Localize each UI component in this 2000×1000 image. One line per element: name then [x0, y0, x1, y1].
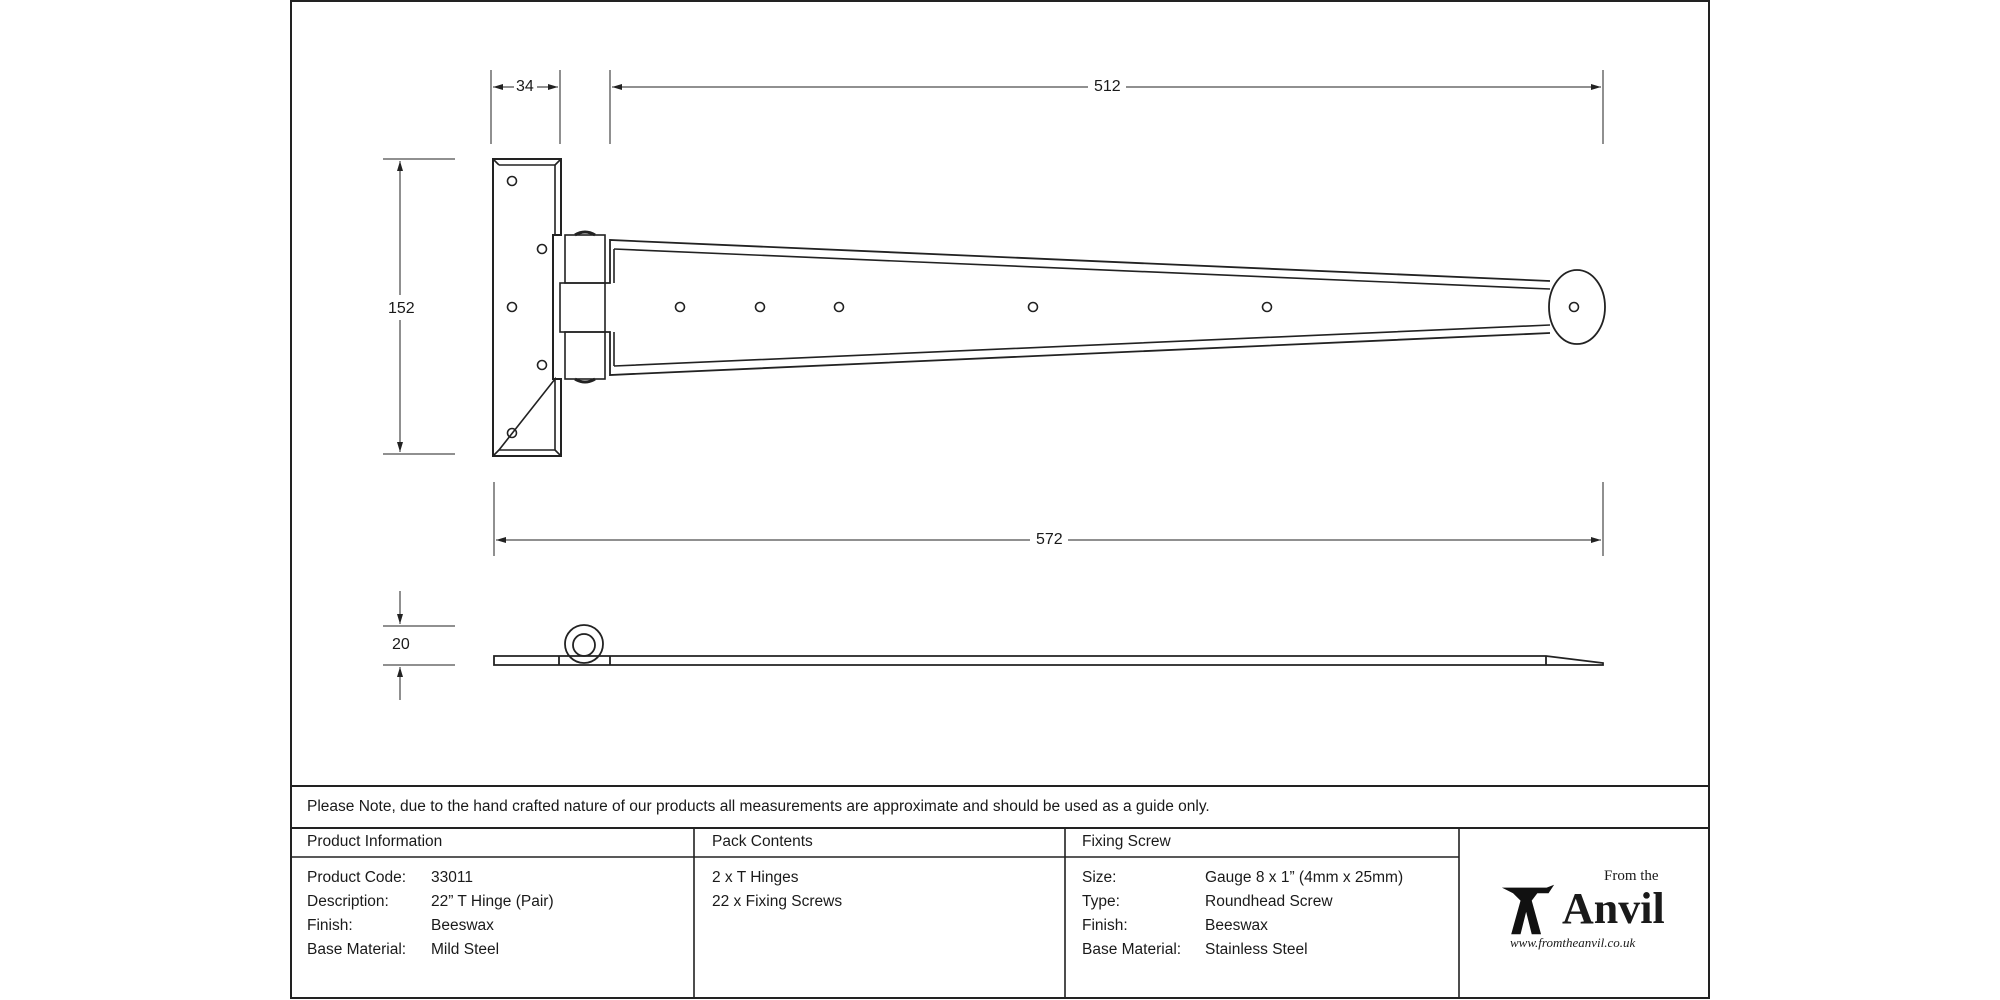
- value: Beeswax: [1205, 917, 1268, 934]
- label: Finish:: [1082, 917, 1128, 934]
- disclaimer-note: Please Note, due to the hand crafted nat…: [307, 798, 1210, 815]
- hinge-knuckles: [559, 230, 606, 384]
- label: Product Code:: [307, 869, 407, 886]
- value: 33011: [431, 869, 473, 886]
- dim-strap-length: 512: [1092, 78, 1123, 96]
- fixing-screw-title: Fixing Screw: [1082, 833, 1171, 850]
- product-info-title: Product Information: [307, 833, 443, 850]
- pack-contents-title: Pack Contents: [712, 833, 813, 850]
- brand-logo: From the Anvil www.fromtheanvil.co.uk: [1500, 868, 1690, 954]
- hinge-plate: [492, 158, 562, 457]
- dim-thickness: 20: [392, 636, 410, 653]
- label: Base Material:: [307, 941, 407, 958]
- frame-border: [290, 0, 1710, 999]
- logo-url: www.fromtheanvil.co.uk: [1510, 935, 1636, 950]
- value: Roundhead Screw: [1205, 893, 1333, 910]
- value: Stainless Steel: [1205, 941, 1308, 958]
- dim-height: 152: [388, 298, 415, 320]
- dim-plate-width: 34: [514, 78, 536, 96]
- value: Mild Steel: [431, 941, 500, 958]
- pack-item: 2 x T Hinges: [712, 869, 799, 886]
- label: Type:: [1082, 893, 1120, 910]
- label: Size:: [1082, 869, 1117, 886]
- label: Description:: [307, 893, 389, 910]
- logo-from-the: From the: [1604, 868, 1659, 884]
- label: Base Material:: [1082, 941, 1182, 958]
- hinge-strap: [605, 239, 1606, 376]
- dim-overall-length: 572: [1034, 531, 1065, 549]
- pack-item: 22 x Fixing Screws: [712, 893, 843, 910]
- anvil-icon: [1501, 884, 1555, 935]
- logo-anvil: Anvil: [1562, 884, 1665, 933]
- hinge-side-view: [493, 624, 1604, 666]
- value: 22” T Hinge (Pair): [431, 893, 554, 910]
- screw-holes: [506, 175, 1580, 439]
- value: Gauge 8 x 1” (4mm x 25mm): [1205, 869, 1404, 886]
- dimension-lines: [383, 70, 1604, 700]
- value: Beeswax: [431, 917, 494, 934]
- label: Finish:: [307, 917, 353, 934]
